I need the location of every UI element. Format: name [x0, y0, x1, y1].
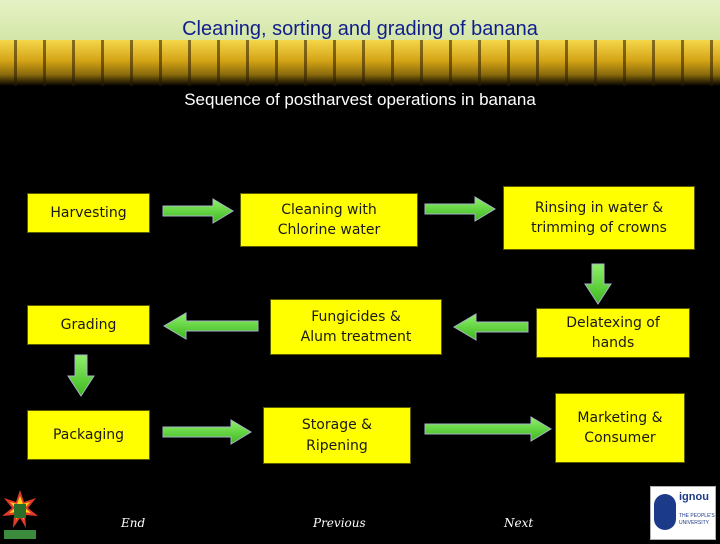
step-rinsing-trimming: Rinsing in water & trimming of crowns	[503, 186, 695, 250]
arrow-cleaning-to-rinsing	[424, 196, 496, 222]
step-grading: Grading	[27, 305, 150, 345]
ignou-logo-word: ignou	[679, 491, 709, 503]
previous-link[interactable]: Previous	[313, 516, 366, 530]
left-logo	[0, 488, 40, 540]
arrow-rinsing-to-delatexing	[584, 263, 612, 305]
ignou-logo: ignou THE PEOPLE'S UNIVERSITY	[650, 486, 716, 540]
arrow-fungicides-to-grading	[163, 312, 259, 340]
arrow-grading-to-packaging	[67, 354, 95, 397]
slide-title: Cleaning, sorting and grading of banana	[182, 18, 538, 40]
arrow-harvesting-to-cleaning	[162, 198, 234, 224]
step-harvesting: Harvesting	[27, 193, 150, 233]
step-delatexing: Delatexing of hands	[536, 308, 690, 358]
step-marketing-consumer: Marketing & Consumer	[555, 393, 685, 463]
ignou-emblem-icon	[654, 494, 676, 530]
end-link[interactable]: End	[121, 516, 146, 530]
step-fungicides-alum: Fungicides & Alum treatment	[270, 299, 442, 355]
step-packaging: Packaging	[27, 410, 150, 460]
step-storage-ripening: Storage & Ripening	[263, 407, 411, 464]
slide-subtitle: Sequence of postharvest operations in ba…	[184, 90, 536, 109]
arrow-delatexing-to-fungicides	[453, 313, 529, 341]
arrow-storage-to-marketing	[424, 416, 552, 442]
ignou-logo-tagline: THE PEOPLE'S UNIVERSITY	[679, 513, 715, 526]
next-link[interactable]: Next	[504, 516, 534, 530]
arrow-packaging-to-storage	[162, 419, 252, 445]
step-cleaning-chlorine: Cleaning with Chlorine water	[240, 193, 418, 247]
banana-banner	[0, 40, 720, 86]
